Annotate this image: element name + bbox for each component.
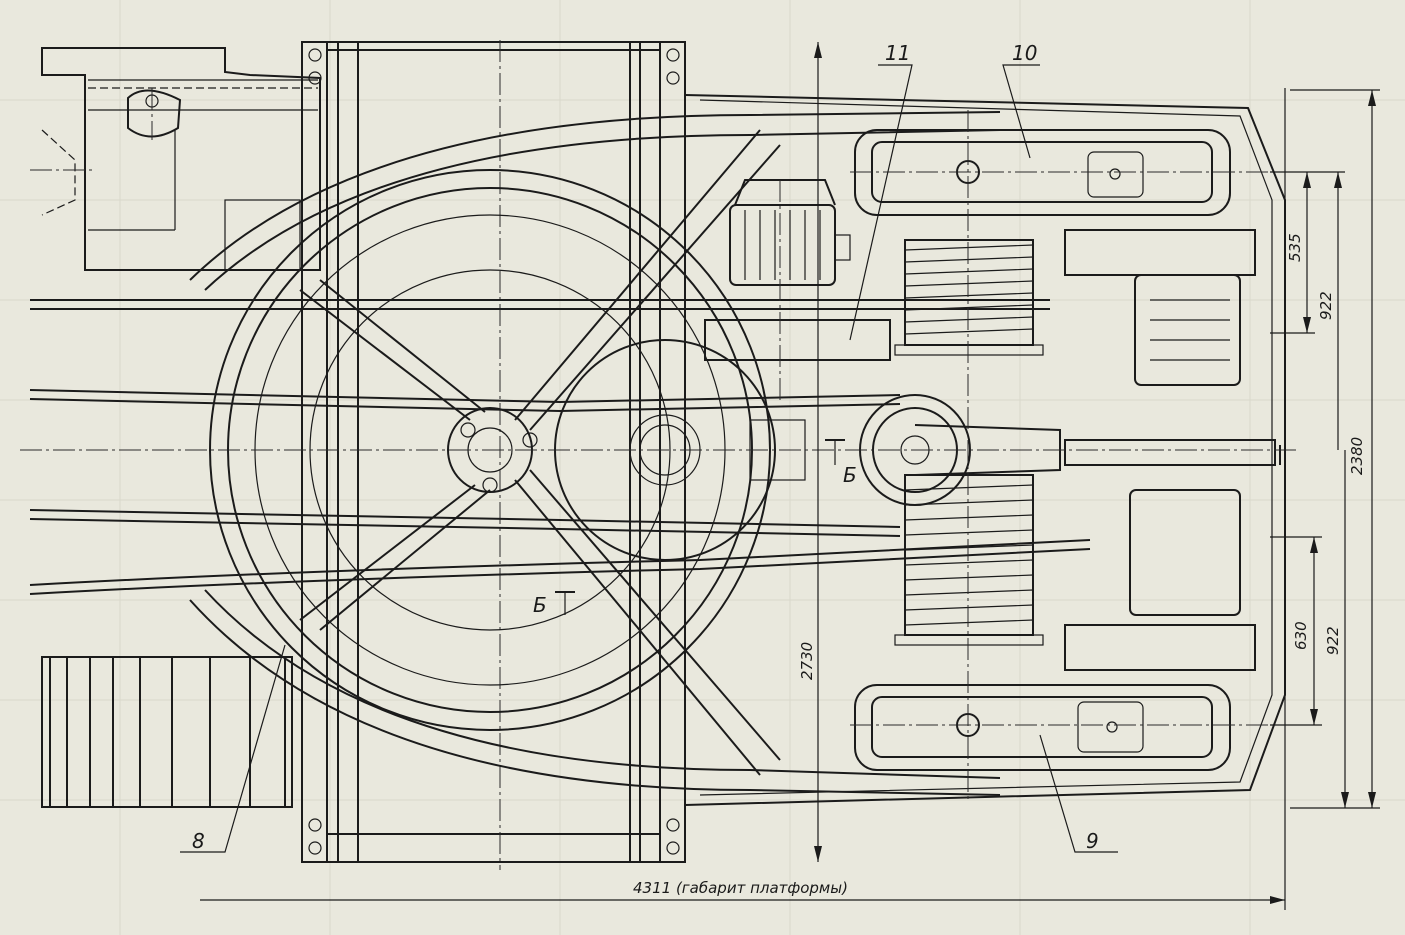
callout-9: 9 — [1086, 829, 1099, 853]
main-sheave — [209, 129, 781, 776]
gearbox-10 — [850, 129, 1290, 216]
dimension-lower-630: 630 — [1292, 621, 1310, 650]
dimension-overall-width: 4311 (габарит платформы) — [633, 879, 848, 897]
right-motors — [1064, 229, 1256, 671]
left-housing — [30, 47, 321, 271]
dimension-lower-922: 922 — [1324, 626, 1342, 655]
centerlines — [20, 110, 1300, 800]
section-mark-upper: Б — [843, 463, 857, 487]
motor-top — [704, 179, 891, 361]
dimension-lines — [200, 42, 1380, 910]
callout-8: 8 — [192, 829, 205, 853]
rope-winding — [894, 239, 1044, 646]
gearbox-9 — [850, 684, 1290, 771]
ropes — [29, 299, 1091, 595]
leader-lines — [180, 64, 1118, 853]
dimension-upper-922: 922 — [1317, 291, 1335, 320]
vertical-frame — [301, 40, 686, 870]
section-mark-lower: Б — [533, 593, 547, 617]
callout-11: 11 — [885, 41, 910, 65]
callout-10: 10 — [1012, 41, 1037, 65]
rope-guide-arc — [189, 111, 1001, 796]
dimension-upper-535: 535 — [1286, 233, 1304, 262]
dimension-frame-height: 2730 — [798, 642, 816, 680]
left-lower-block — [41, 656, 293, 808]
dimension-total-height: 2380 — [1348, 437, 1366, 475]
